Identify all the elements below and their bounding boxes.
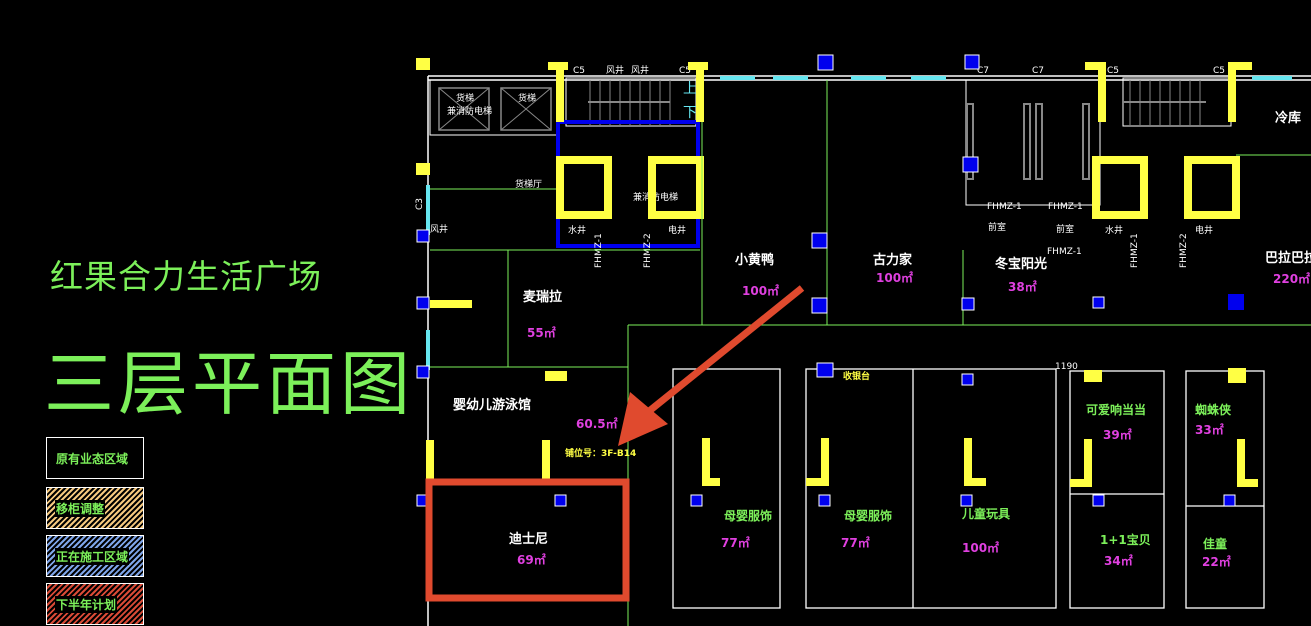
shop-name: 佳童 xyxy=(1203,536,1227,551)
shop-area: 77㎡ xyxy=(721,535,750,550)
shop-outlines xyxy=(672,368,1265,609)
legend-construction: 正在施工区域 xyxy=(46,535,144,577)
electric-shaft-label: 电井 xyxy=(1195,224,1213,236)
shop-area: 69㎡ xyxy=(517,552,546,567)
legend-label: 正在施工区域 xyxy=(55,547,130,565)
cargo-elevator-sub-label: 兼消防电梯 xyxy=(447,105,492,117)
west-core: 货梯 兼消防电梯 货梯 货梯厅 C5 C5 风井 风井 上 下 兼消防电梯 水井… xyxy=(415,64,700,268)
shop-name: 可爱响当当 xyxy=(1086,402,1146,417)
shop-name: 巴拉巴拉 xyxy=(1265,250,1311,266)
highlight-box xyxy=(425,478,630,602)
cold-storage-label: 冷库 xyxy=(1275,110,1301,126)
cargo-elevator-label: 货梯 xyxy=(456,92,474,104)
door-label: FHMZ-2 xyxy=(643,233,653,268)
electric-shaft-label: 电井 xyxy=(668,224,686,236)
column-label: C3 xyxy=(415,198,425,210)
shop-area: 33㎡ xyxy=(1195,422,1224,437)
column-label: C7 xyxy=(977,66,989,76)
shop-area: 77㎡ xyxy=(841,535,870,550)
column-label: C5 xyxy=(1107,66,1119,76)
shop-name: 麦瑞拉 xyxy=(523,289,562,305)
project-title: 红果合力生活广场 xyxy=(50,257,322,296)
column-label: C5 xyxy=(679,66,691,76)
anteroom-label: 前室 xyxy=(988,221,1006,233)
cargo-hall-label: 货梯厅 xyxy=(515,178,542,190)
column-label: C5 xyxy=(1213,66,1225,76)
dimension-label: 1190 xyxy=(1055,362,1078,372)
position-number-label: 铺位号：3F-B14 xyxy=(565,447,636,459)
shop-area: 22㎡ xyxy=(1202,554,1231,569)
air-shaft-label: 风井 xyxy=(430,223,448,235)
water-shaft-label: 水井 xyxy=(568,224,586,236)
door-label: FHMZ-1 xyxy=(1048,202,1083,212)
air-shaft-label: 风井 xyxy=(606,64,624,76)
shop-area: 34㎡ xyxy=(1104,553,1133,568)
blue-columns xyxy=(416,54,1244,507)
column-label: C5 xyxy=(573,66,585,76)
shop-name: 小黄鸭 xyxy=(735,252,774,268)
shop-area: 60.5㎡ xyxy=(576,416,618,431)
legend-label: 移柜调整 xyxy=(55,499,106,517)
shop-name: 迪士尼 xyxy=(509,531,548,547)
door-label: FHMZ-1 xyxy=(1130,233,1140,268)
shop-area: 100㎡ xyxy=(962,540,999,555)
door-label: FHMZ-1 xyxy=(594,233,604,268)
door-label: FHMZ-2 xyxy=(1179,233,1189,268)
door-label: FHMZ-1 xyxy=(1047,247,1082,257)
elevator-shafts xyxy=(556,156,1240,219)
shop-area: 39㎡ xyxy=(1103,427,1132,442)
shop-name: 冬宝阳光 xyxy=(995,256,1047,272)
air-shaft-label: 风井 xyxy=(631,64,649,76)
window-strips xyxy=(426,76,1292,370)
door-label: FHMZ-1 xyxy=(987,202,1022,212)
legend-planned: 下半年计划 xyxy=(46,583,144,625)
shop-area: 38㎡ xyxy=(1008,279,1037,294)
shop-area: 100㎡ xyxy=(742,283,779,298)
stair-up-label: 上 xyxy=(683,81,697,97)
shop-area: 220㎡ xyxy=(1273,271,1310,286)
legend-relocation: 移柜调整 xyxy=(46,487,144,529)
cashier-label: 收银台 xyxy=(843,370,870,382)
water-shaft-label: 水井 xyxy=(1105,224,1123,236)
shop-name: 母婴服饰 xyxy=(844,508,892,523)
shop-name: 婴幼儿游泳馆 xyxy=(453,397,531,413)
east-core: C7 C7 FHMZ-1 FHMZ-1 FHMZ-1 前室 前室 C5 C5 水… xyxy=(965,66,1301,268)
cargo-elevator-2-label: 货梯 xyxy=(518,92,536,104)
shop-area: 55㎡ xyxy=(527,325,556,340)
arrow-icon xyxy=(618,285,805,446)
shop-name: 1+1宝贝 xyxy=(1100,532,1151,547)
floor-title: 三层平面图 xyxy=(44,343,414,425)
shop-labels: 小黄鸭 100㎡ 古力家 100㎡ 冬宝阳光 38㎡ 巴拉巴拉 220㎡ 麦瑞拉… xyxy=(453,250,1311,569)
legend-existing: 原有业态区域 xyxy=(46,437,144,479)
legend-label: 下半年计划 xyxy=(55,595,118,613)
anteroom-label: 前室 xyxy=(1056,223,1074,235)
shop-name: 古力家 xyxy=(873,252,913,268)
shop-area: 100㎡ xyxy=(876,270,913,285)
shop-name: 蜘蛛侠 xyxy=(1195,402,1232,417)
yellow-columns xyxy=(416,58,1258,487)
shop-name: 母婴服饰 xyxy=(724,508,772,523)
legend-label: 原有业态区域 xyxy=(55,449,130,467)
stair-down-label: 下 xyxy=(683,105,697,121)
column-label: C7 xyxy=(1032,66,1044,76)
shop-name: 儿童玩具 xyxy=(961,506,1010,521)
